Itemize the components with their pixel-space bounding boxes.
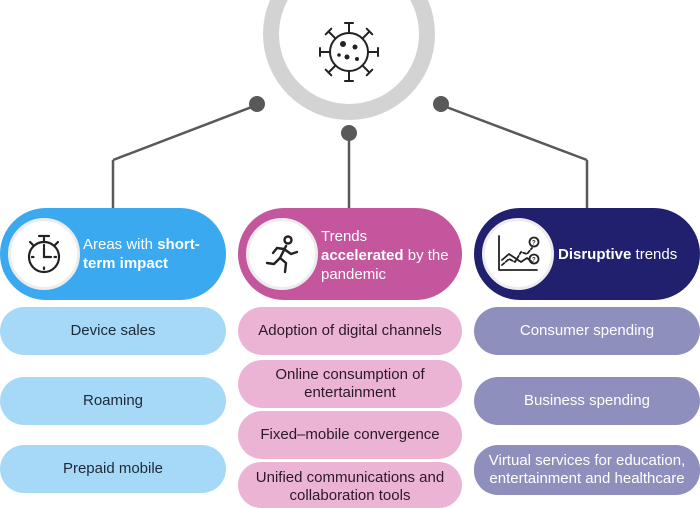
list-item: Fixed–mobile convergence (238, 411, 462, 459)
column-header-text: Areas with short-term impact (83, 236, 200, 272)
connector-dot-right (433, 96, 449, 112)
running-person-icon-circle (246, 218, 318, 290)
column-header-text: Trends accelerated by the pandemic (321, 228, 449, 283)
svg-text:?: ? (532, 241, 536, 247)
list-item: Business spending (474, 377, 700, 425)
list-item: Virtual services for education, entertai… (474, 445, 700, 495)
list-item: Consumer spending (474, 307, 700, 355)
column-header-accelerated: Trends accelerated by the pandemic (238, 208, 462, 300)
list-item: Prepaid mobile (0, 445, 226, 493)
running-person-icon (265, 235, 299, 274)
column-header-disruptive: ? ? Disruptive trends (474, 208, 700, 300)
list-item: Device sales (0, 307, 226, 355)
connector-dot-left (249, 96, 265, 112)
list-item: Unified communications and collaboration… (238, 462, 462, 508)
connector-dot-center (341, 125, 357, 141)
list-item: Online consumption of entertainment (238, 360, 462, 408)
column-header-short-term: Areas with short-term impact (0, 208, 226, 300)
virus-icon (319, 22, 379, 82)
uncertain-chart-icon: ? ? (498, 235, 540, 271)
list-item: Roaming (0, 377, 226, 425)
stopwatch-icon-circle (8, 218, 80, 290)
stopwatch-icon (27, 234, 61, 274)
svg-text:?: ? (532, 258, 536, 264)
uncertain-chart-icon-circle: ? ? (482, 218, 554, 290)
column-header-text: Disruptive trends (558, 246, 678, 263)
list-item: Adoption of digital channels (238, 307, 462, 355)
